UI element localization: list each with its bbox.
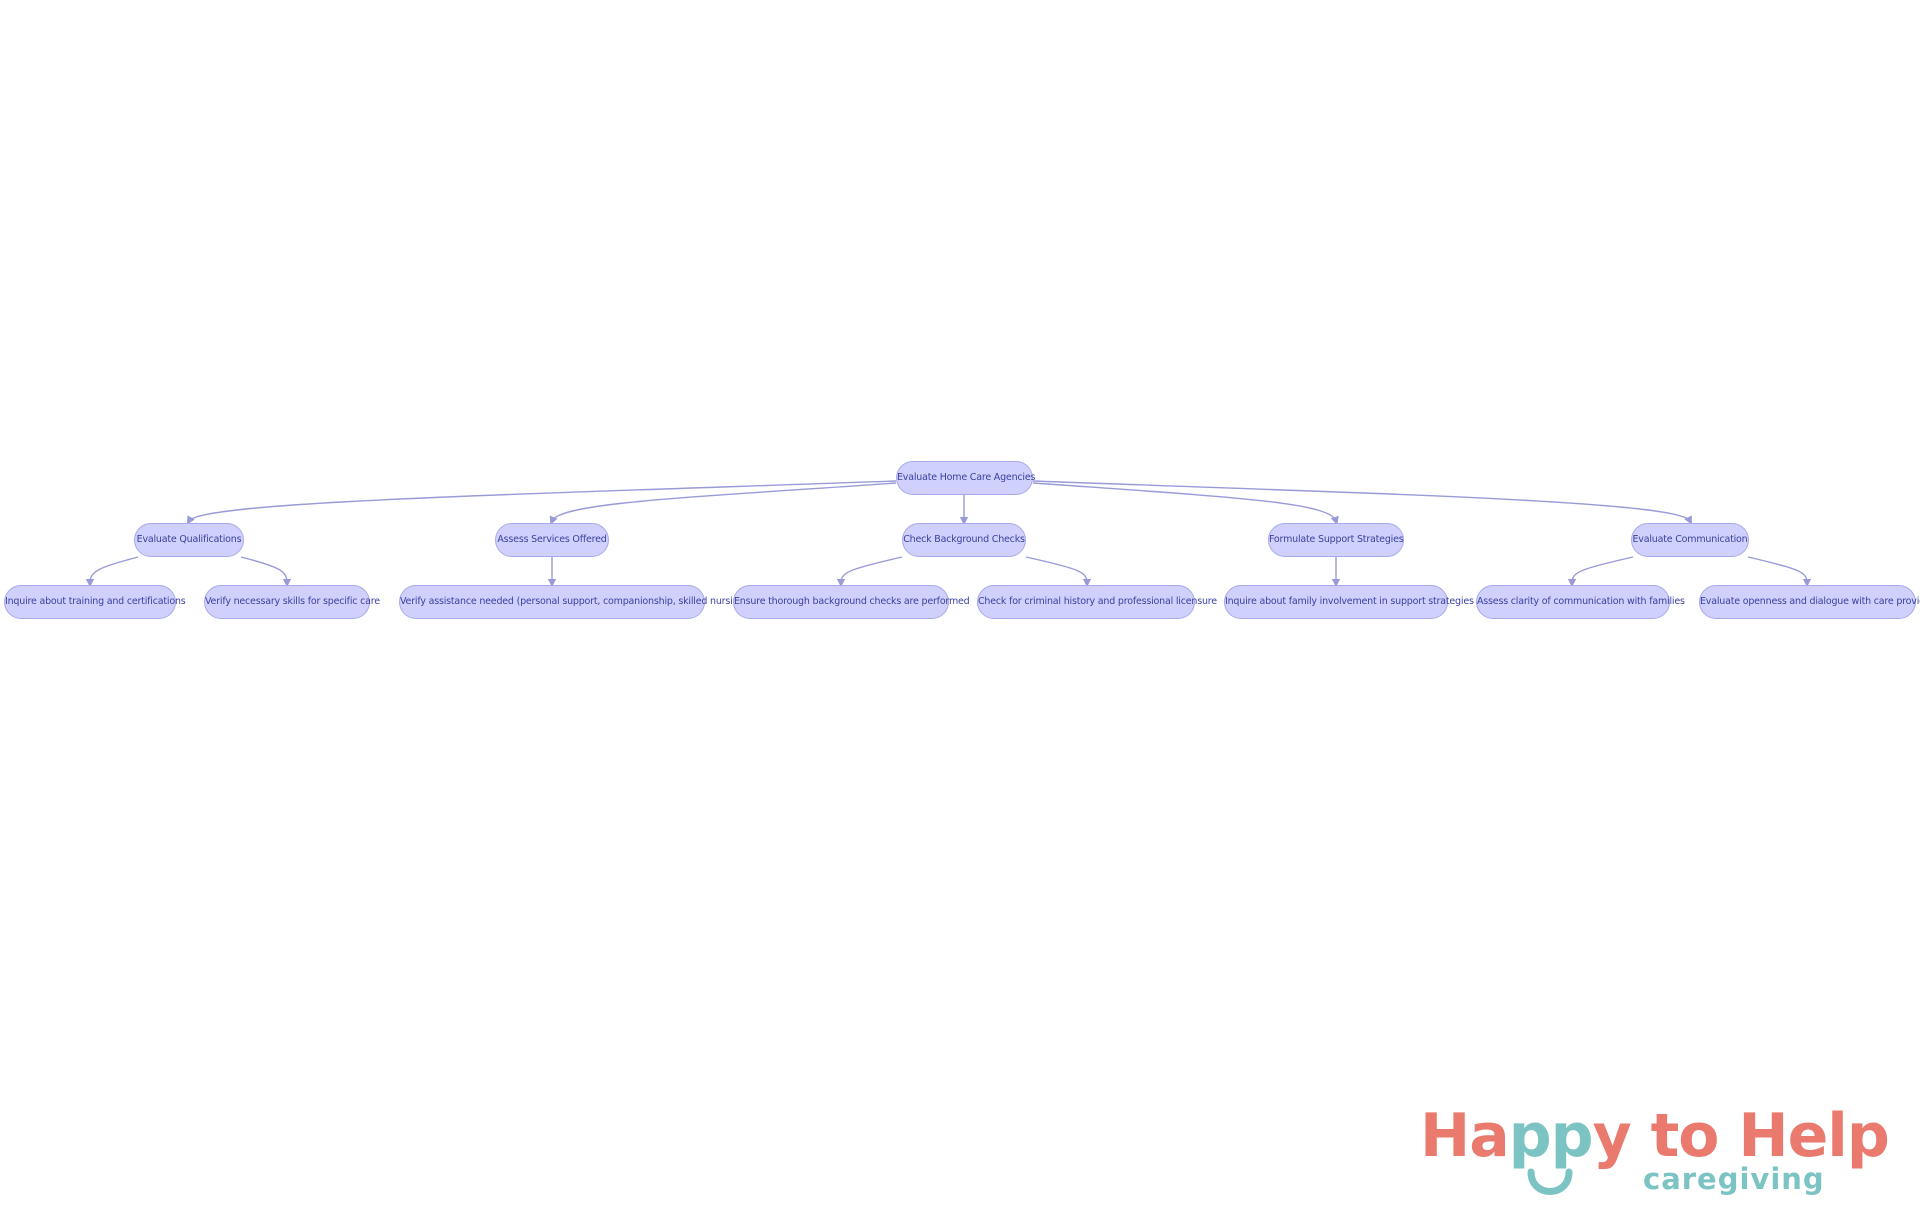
logo-subtitle: caregiving [1643, 1162, 1825, 1196]
node-evaluate-communication: Evaluate Communication [1631, 523, 1749, 557]
edge-root-to-communication [1032, 480, 1692, 525]
logo-text-part1: Ha [1420, 1101, 1510, 1171]
edge-root-to-services [549, 482, 897, 525]
brand-logo: Happy to Help caregiving [1415, 1100, 1890, 1205]
edge-root-to-qualifications [186, 480, 897, 525]
edge-qualifications-to-skills [240, 556, 292, 588]
logo-wordmark: Happy to Help [1420, 1100, 1890, 1172]
logo-text-part2: pp [1508, 1101, 1594, 1171]
edge-communication-to-openness [1747, 556, 1812, 588]
node-leaf-thorough-checks: Ensure thorough background checks are pe… [733, 585, 970, 619]
node-leaf-training: Inquire about training and certification… [4, 585, 186, 619]
node-assess-services: Assess Services Offered [495, 523, 609, 557]
edge-root-to-strategies [1032, 482, 1339, 525]
node-leaf-criminal-history: Check for criminal history and professio… [977, 585, 1217, 619]
node-leaf-openness: Evaluate openness and dialogue with care… [1699, 585, 1920, 619]
smile-icon [1527, 1168, 1573, 1195]
edge-background-to-criminal [1025, 556, 1092, 588]
edge-background-to-thorough [836, 556, 903, 588]
logo-text-part3: y to Help [1592, 1101, 1890, 1171]
node-root: Evaluate Home Care Agencies [896, 461, 1035, 495]
node-leaf-family-involvement: Inquire about family involvement in supp… [1224, 585, 1474, 619]
node-check-background: Check Background Checks [902, 523, 1026, 557]
edge-qualifications-to-training [85, 556, 139, 588]
node-leaf-assistance: Verify assistance needed (personal suppo… [399, 585, 748, 619]
edge-communication-to-clarity [1567, 556, 1634, 588]
node-leaf-skills: Verify necessary skills for specific car… [204, 585, 380, 619]
node-evaluate-qualifications: Evaluate Qualifications [134, 523, 244, 557]
node-formulate-strategies: Formulate Support Strategies [1268, 523, 1404, 557]
node-leaf-clarity: Assess clarity of communication with fam… [1476, 585, 1685, 619]
